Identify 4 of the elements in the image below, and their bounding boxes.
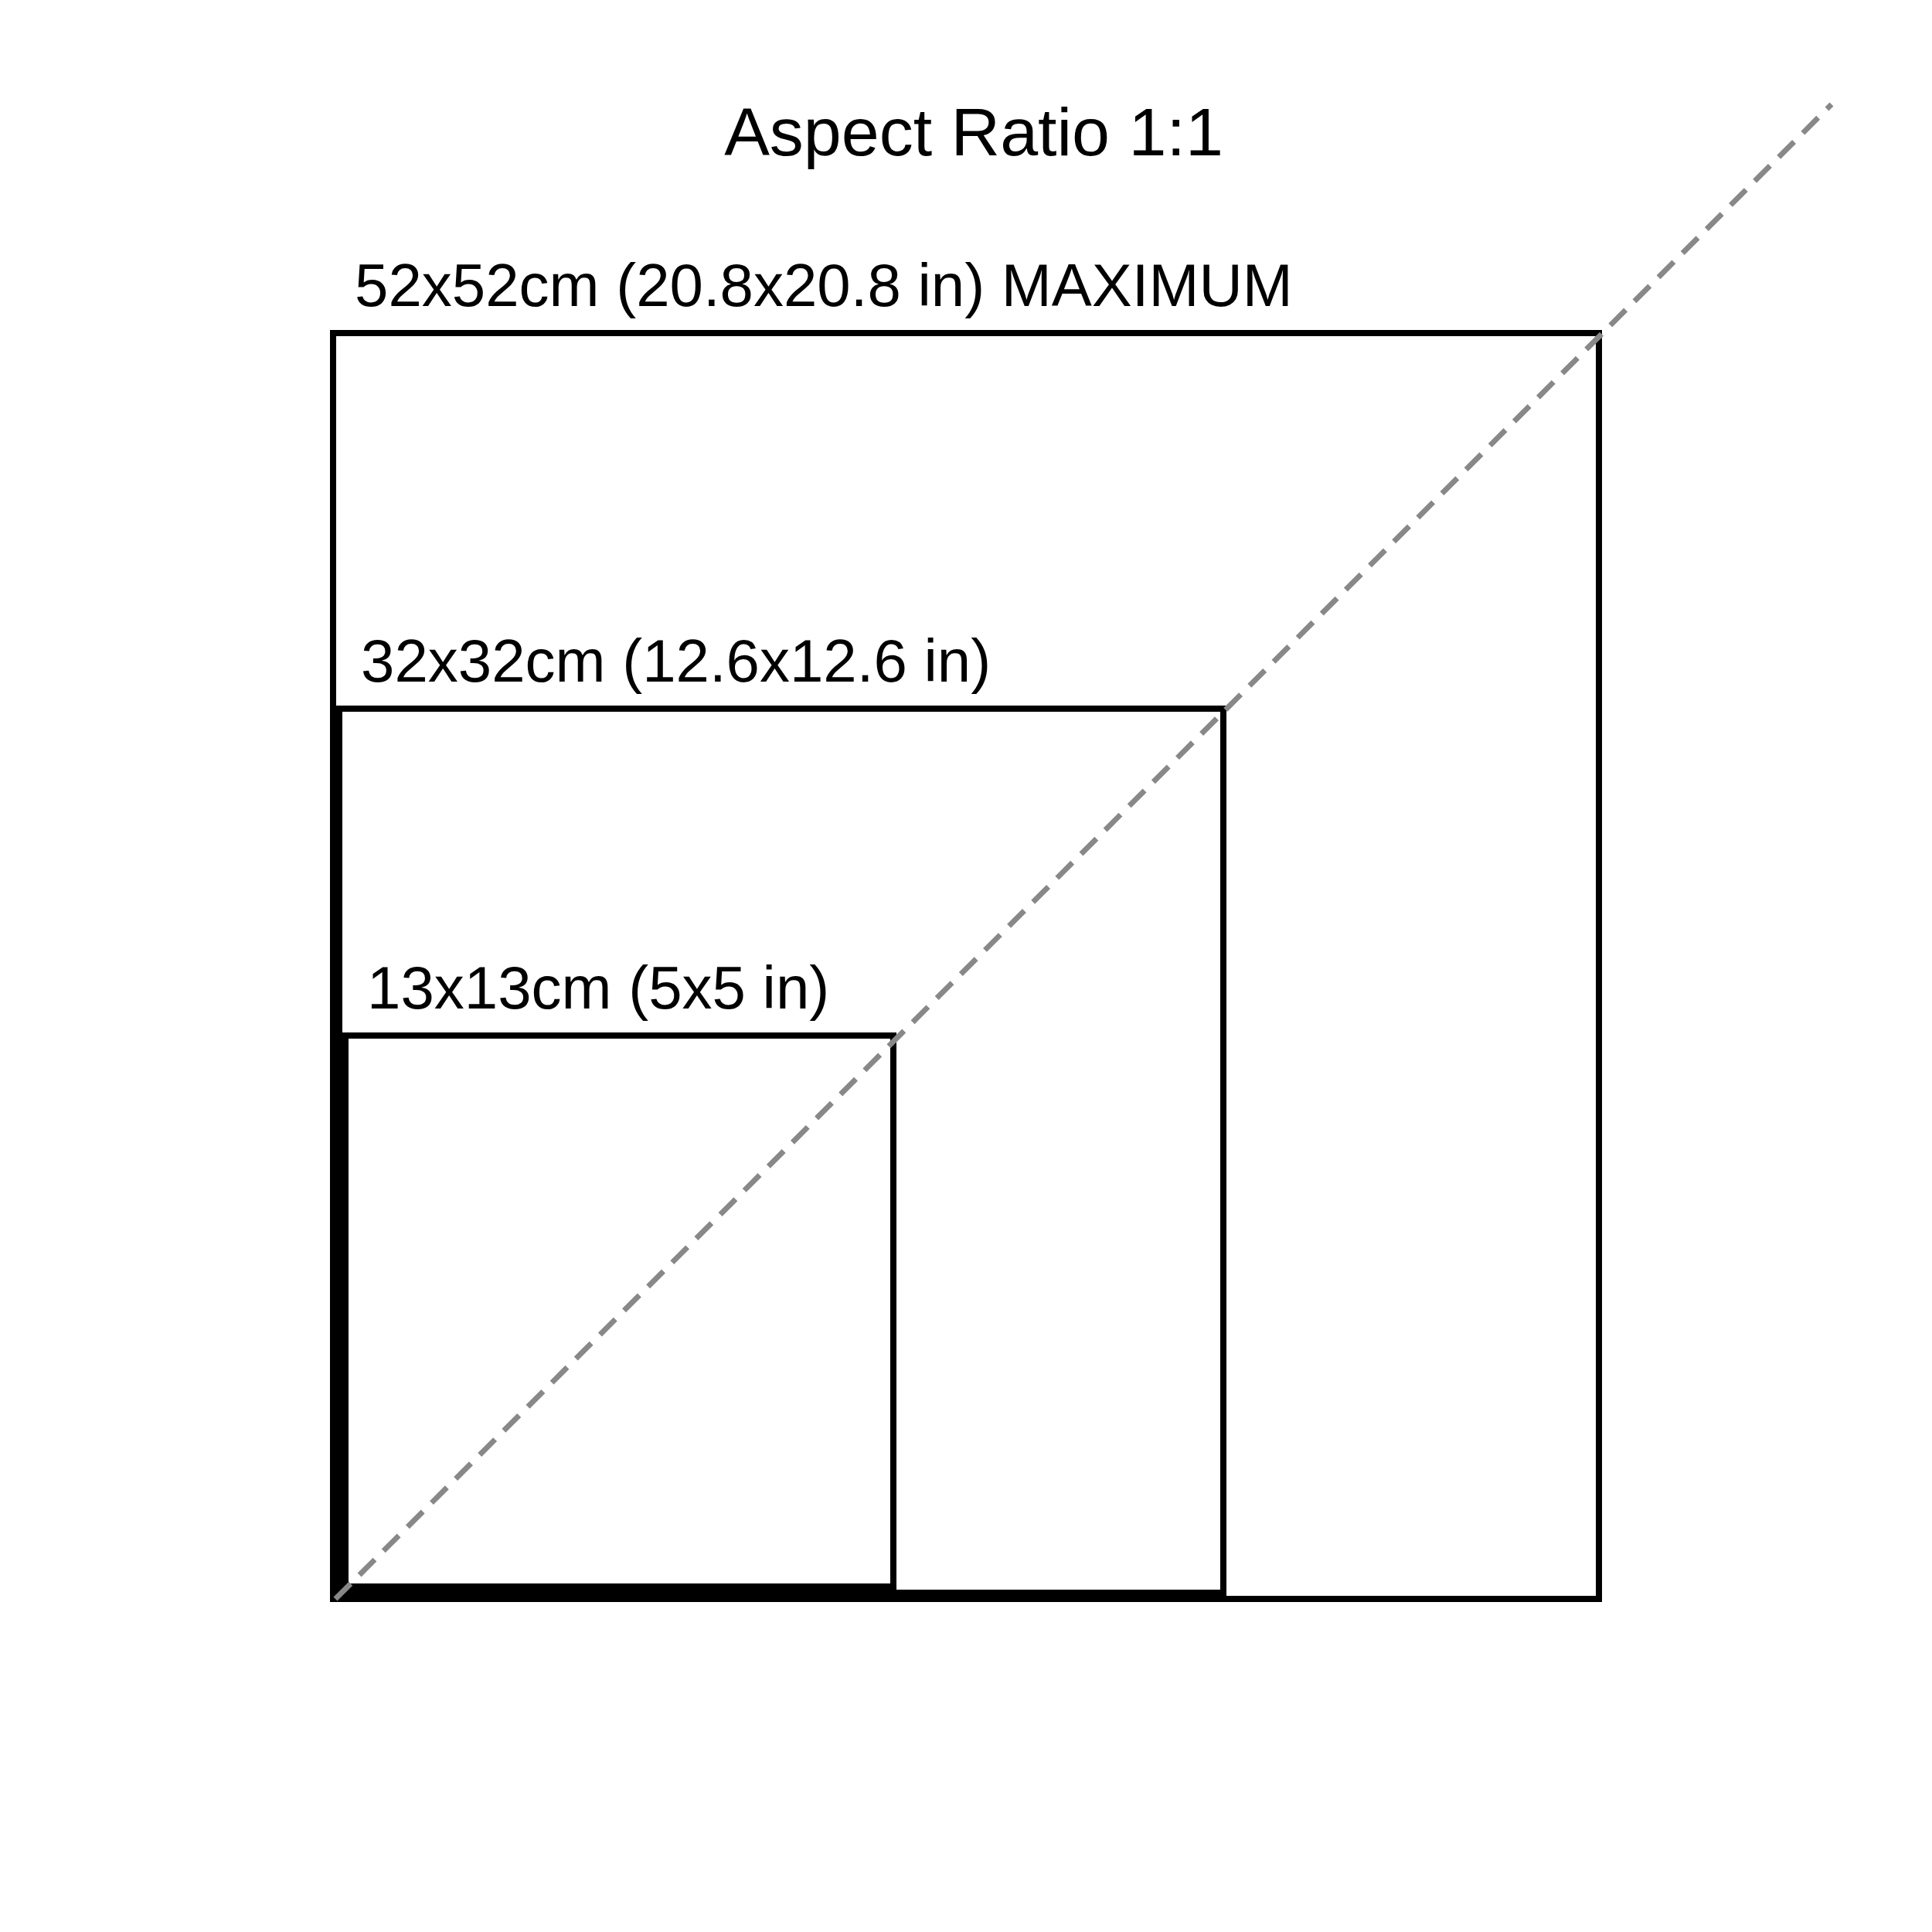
size-label: 52x52cm (20.8x20.8 in) MAXIMUM <box>355 253 1293 319</box>
size-label: 13x13cm (5x5 in) <box>367 955 830 1022</box>
diagram-title: Aspect Ratio 1:1 <box>723 93 1224 172</box>
size-label: 32x32cm (12.6x12.6 in) <box>361 628 992 695</box>
